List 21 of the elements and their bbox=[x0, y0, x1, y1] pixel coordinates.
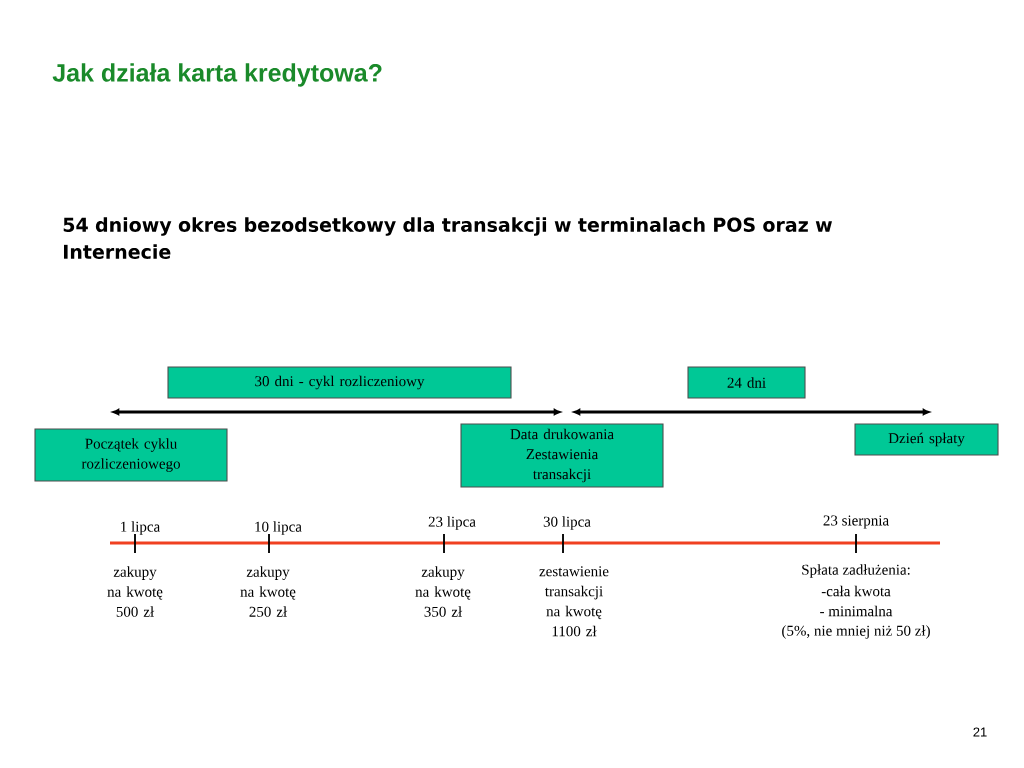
event-description: zakupy na kwotę 500 zł bbox=[107, 566, 163, 617]
date-label: 30 lipca bbox=[543, 516, 591, 530]
date-label: 10 lipca bbox=[255, 521, 302, 535]
period-box: Początek cyklu rozliczeniowego bbox=[34, 428, 228, 482]
period-box: 24 dni bbox=[687, 366, 806, 399]
event-description: -cała kwota bbox=[821, 585, 891, 597]
event-description: zakupy na kwotę 350 zł bbox=[415, 566, 471, 617]
slide-title: Jak działa karta kredytowa? bbox=[52, 63, 382, 87]
period-box: Dzień spłaty bbox=[854, 423, 999, 456]
event-description: (5%, nie mniej niż 50 zł) bbox=[782, 625, 930, 639]
date-label: 1 lipca bbox=[121, 521, 160, 535]
period-box: 30 dni - cykl rozliczeniowy bbox=[167, 366, 512, 399]
event-description: zakupy na kwotę 250 zł bbox=[240, 566, 296, 617]
event-description: Spłata zadłużenia: bbox=[802, 564, 910, 578]
event-description: - minimalna bbox=[820, 605, 893, 617]
subtitle-text: 54 dniowy okres bezodsetkowy dla transakcji w terminalach POS oraz w Internecie bbox=[63, 217, 832, 259]
event-description: zestawienie transakcji na kwotę 1100 zł bbox=[539, 566, 609, 637]
date-label: 23 sierpnia bbox=[823, 515, 889, 529]
period-box: Data drukowania Zestawienia transakcji bbox=[460, 423, 664, 488]
date-label: 23 lipca bbox=[428, 516, 476, 530]
page-number: 21 bbox=[973, 727, 987, 737]
